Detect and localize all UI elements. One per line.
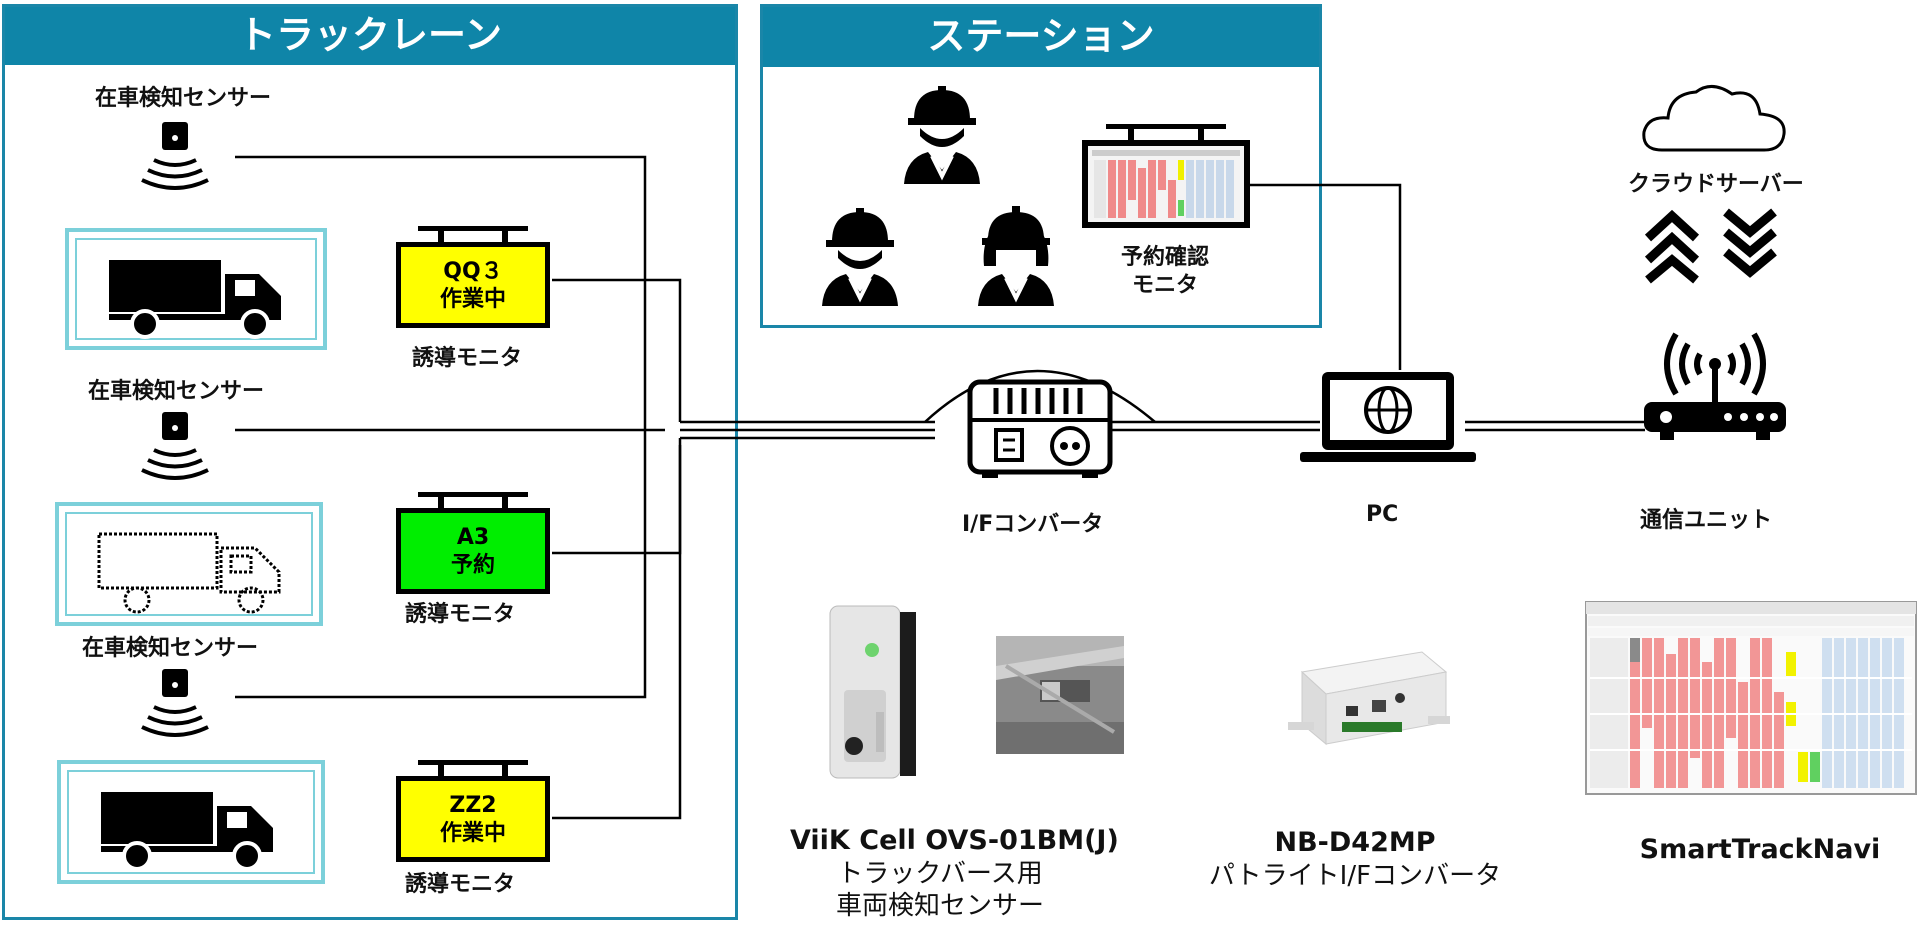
monitor-hanger-icon [418,760,528,777]
guide-monitor-screen: ZZ2 作業中 [396,776,550,862]
nb-d42mp-name: NB-D42MP [1274,827,1436,858]
viik-cell-desc2: 車両検知センサー [835,891,1044,921]
guide-monitor: A3 予約 [396,492,550,596]
station-title: ステーション [763,7,1319,67]
guide-monitor: ZZ2 作業中 [396,760,550,864]
worker-icon [822,208,898,306]
viik-cell-name: ViiK Cell OVS-01BM(J) [790,825,1119,856]
router-icon [1644,332,1786,440]
sensor-installation-photo [996,636,1124,754]
reservation-monitor-label: 予約確認 モニタ [1090,244,1240,300]
monitor-line1: QQ３ [443,259,503,284]
monitor-hanger-icon [1106,124,1226,141]
truck-icon [101,792,273,871]
viik-cell-sensor-image [829,605,916,779]
presence-sensor-icon [141,122,209,190]
truck-icon [109,260,281,339]
presence-sensor-icon [141,669,209,737]
sensor-label: 在車検知センサー [88,379,265,404]
reservation-monitor-screen [1082,140,1250,228]
converter-icon [967,379,1113,478]
monitor-hanger-icon [418,492,528,509]
upload-arrows-icon [1644,209,1700,284]
nb-d42mp-caption: NB-D42MP パトライトI/Fコンバータ [1190,826,1520,892]
presence-sensor-icon [141,412,209,480]
smarttracknavi-caption: SmartTrackNavi [1639,834,1881,865]
download-arrows-icon [1723,208,1777,278]
truck-outline-icon [97,532,281,614]
monitor-line2: 予約 [450,553,495,578]
laptop-icon [1300,372,1476,462]
guide-monitor: QQ３ 作業中 [396,226,550,330]
guide-monitor-caption: 誘導モニタ [405,602,516,627]
sensor-label: 在車検知センサー [95,86,272,111]
female-worker-icon [978,206,1054,306]
smarttracknavi-screenshot [1585,601,1917,795]
guide-monitor-screen: A3 予約 [396,508,550,594]
track-lane-title: トラックレーン [5,7,735,65]
guide-monitor-screen: QQ３ 作業中 [396,242,550,328]
reservation-monitor-label-line1: 予約確認 [1120,245,1209,270]
monitor-line2: 作業中 [439,287,506,312]
nb-d42mp-desc: パトライトI/Fコンバータ [1208,861,1502,891]
viik-cell-caption: ViiK Cell OVS-01BM(J) トラックバース用 車両検知センサー [790,824,1119,922]
monitor-hanger-icon [418,226,528,243]
monitor-line1: ZZ2 [449,793,497,818]
guide-monitor-caption: 誘導モニタ [412,346,523,371]
truck-bay [55,502,323,626]
guide-monitor-caption: 誘導モニタ [405,872,516,897]
converter-label: I/Fコンバータ [962,512,1104,537]
pc-label: PC [1366,502,1399,527]
reservation-monitor-label-line2: モニタ [1131,273,1198,298]
truck-bay [65,228,327,350]
reservation-monitor [1082,124,1250,228]
comm-unit-label: 通信ユニット [1640,508,1773,533]
monitor-line2: 作業中 [439,821,506,846]
viik-cell-desc1: トラックバース用 [837,859,1043,889]
nb-d42mp-image [1288,651,1450,746]
cloud-label: クラウドサーバー [1628,172,1804,197]
worker-icon [904,86,980,184]
truck-bay [57,760,325,884]
sensor-label: 在車検知センサー [82,636,259,661]
cloud-icon [1642,85,1786,152]
monitor-line1: A3 [456,525,490,550]
